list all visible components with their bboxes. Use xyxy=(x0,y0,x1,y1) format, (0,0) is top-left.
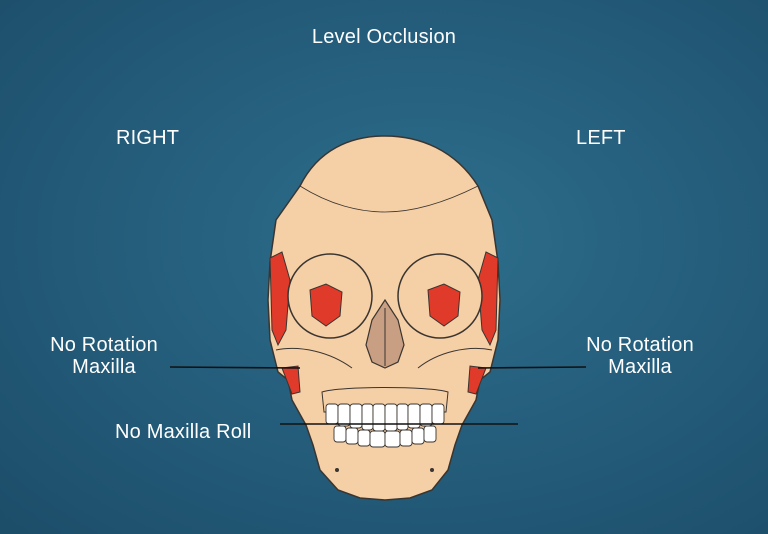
right-rotation-callout-line1: No Rotation xyxy=(50,334,158,356)
zygomatic-line-right xyxy=(275,347,353,369)
left-temporal-highlight xyxy=(477,251,499,347)
lower-teeth xyxy=(333,425,437,448)
right-rotation-callout: No Rotation Maxilla xyxy=(34,334,174,378)
left-rotation-callout: No Rotation Maxilla xyxy=(570,334,710,378)
maxilla-roll-callout: No Maxilla Roll xyxy=(115,421,252,443)
right-mental-foramen xyxy=(335,468,339,472)
right-orbit-highlight xyxy=(309,283,343,327)
left-mental-foramen xyxy=(430,468,434,472)
diagram-title: Level Occlusion xyxy=(311,26,457,48)
left-masseter-highlight xyxy=(467,365,487,395)
left-orbit-highlight xyxy=(427,283,461,327)
right-rotation-callout-line2: Maxilla xyxy=(72,356,136,378)
left-side-label: LEFT xyxy=(576,127,626,149)
right-rotation-leader-line xyxy=(169,366,301,369)
left-rotation-callout-line2: Maxilla xyxy=(608,356,672,378)
right-side-label: RIGHT xyxy=(116,127,180,149)
left-rotation-leader-line xyxy=(477,366,587,369)
zygomatic-line-left xyxy=(417,347,493,369)
suture-line xyxy=(299,185,479,213)
right-temporal-highlight xyxy=(269,251,291,347)
left-rotation-callout-line1: No Rotation xyxy=(586,334,694,356)
right-masseter-highlight xyxy=(281,365,301,395)
